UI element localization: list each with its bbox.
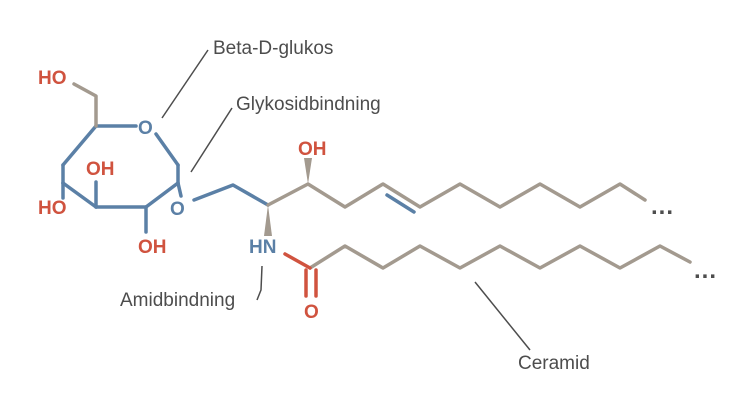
atom-ho-top: HO — [38, 68, 67, 89]
atom-carbonyl-o: O — [304, 302, 319, 323]
atom-oh-bottom: OH — [138, 237, 167, 258]
ceramide-chains — [264, 158, 692, 270]
chain-continuation-lower: ... — [694, 257, 717, 284]
chain-continuation-upper: ... — [651, 193, 674, 220]
atom-nh: HN — [249, 237, 276, 258]
label-ceramid: Ceramid — [518, 353, 590, 374]
atom-ho-left: HO — [38, 198, 67, 219]
wedge-bond-nh — [264, 205, 272, 236]
atom-glycosidic-o: O — [170, 199, 185, 220]
label-beta-d-glukos: Beta-D-glukos — [213, 38, 333, 59]
wedge-bond-oh — [304, 158, 312, 184]
leader-lines — [161, 49, 531, 351]
amide-bond — [283, 252, 318, 298]
glucose-ring — [61, 82, 270, 234]
atom-oh-chain: OH — [298, 139, 327, 160]
atom-ring-o: O — [138, 118, 153, 139]
label-amidbindning: Amidbindning — [120, 290, 235, 311]
atom-oh-ring: OH — [86, 159, 115, 180]
label-glykosidbindning: Glykosidbindning — [236, 94, 381, 115]
